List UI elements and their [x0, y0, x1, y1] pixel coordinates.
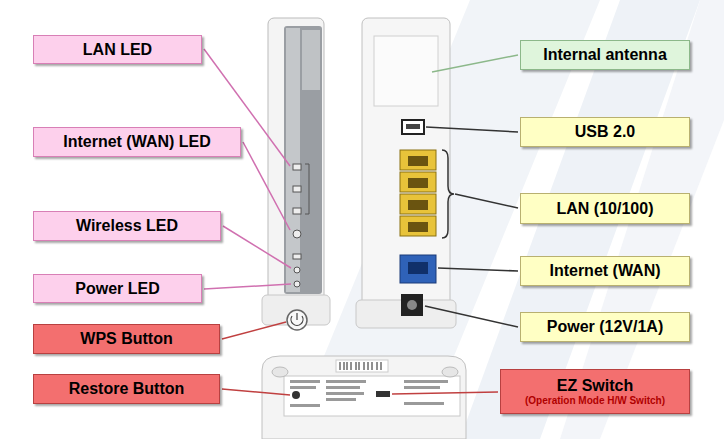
callout-box: Internet (WAN) LED — [33, 127, 241, 157]
callout-label: Power (12V/1A) — [547, 318, 663, 336]
callout-label: WPS Button — [80, 330, 172, 348]
callout-box: Power (12V/1A) — [520, 312, 690, 342]
background-stripe — [460, 0, 700, 439]
router-bottom — [262, 356, 466, 439]
callout-label: LAN LED — [83, 41, 152, 59]
callout-box: USB 2.0 — [520, 117, 690, 147]
callout-label: EZ Switch — [557, 377, 633, 395]
callout-label: LAN (10/100) — [557, 200, 654, 218]
callout-label: USB 2.0 — [575, 123, 635, 141]
router-front — [262, 18, 330, 330]
router-back — [356, 18, 456, 328]
callout-box: Restore Button — [33, 374, 220, 404]
callout-box: Wireless LED — [33, 211, 221, 241]
callout-label: Restore Button — [69, 380, 185, 398]
callout-label: Internet (WAN) LED — [63, 133, 211, 151]
callout-box: Internet (WAN) — [520, 256, 690, 286]
callout-box: Internal antenna — [520, 40, 690, 70]
callout-label: Wireless LED — [76, 217, 178, 235]
callout-box: Power LED — [33, 274, 202, 303]
callout-label: Power LED — [75, 280, 159, 298]
callout-box: LAN LED — [33, 35, 202, 64]
callout-label: Internal antenna — [543, 46, 667, 64]
leader-lines — [204, 49, 518, 395]
callout-label: Internet (WAN) — [549, 262, 660, 280]
callout-subtitle: (Operation Mode H/W Switch) — [525, 395, 665, 407]
callout-box: EZ Switch(Operation Mode H/W Switch) — [500, 369, 690, 414]
callout-box: LAN (10/100) — [520, 193, 690, 224]
callout-box: WPS Button — [33, 324, 220, 354]
